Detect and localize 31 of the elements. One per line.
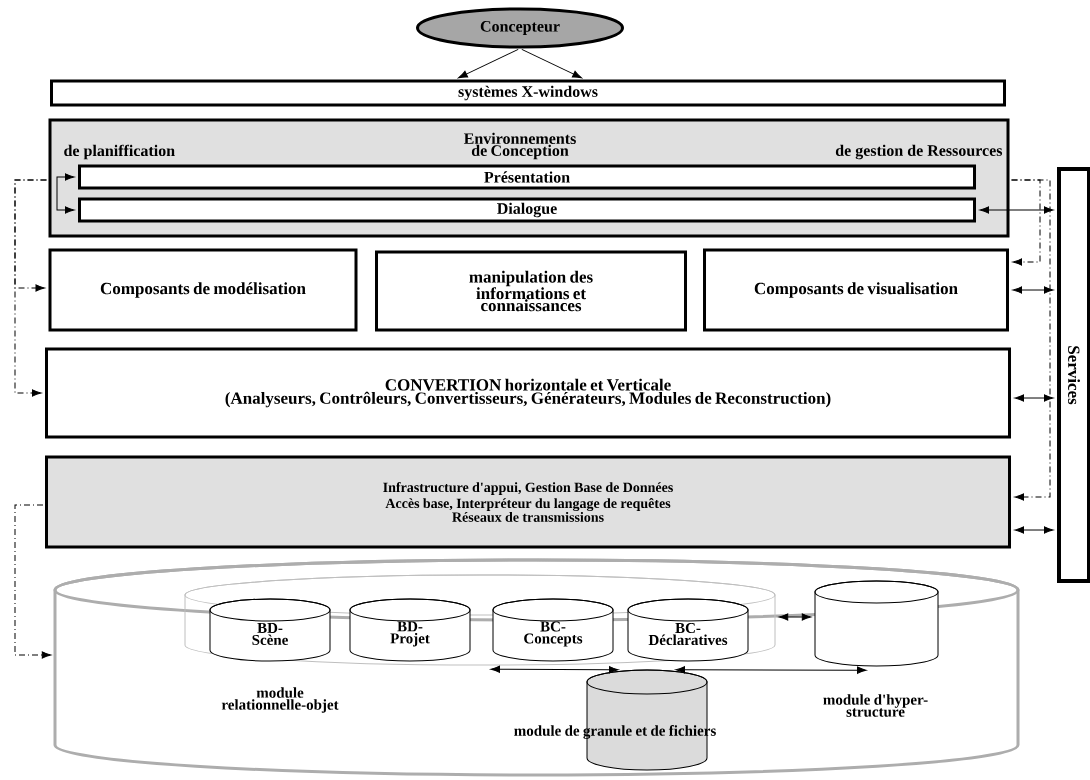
database-cylinder: BC- Concepts <box>492 598 614 662</box>
arrow <box>1014 394 1054 402</box>
connector <box>14 179 47 397</box>
arrow <box>1014 526 1054 534</box>
arrow <box>490 665 619 674</box>
database-cylinder: BC- Déclaratives <box>627 598 749 662</box>
database-cylinder: BD- Scène <box>209 598 331 662</box>
arrow <box>521 48 582 79</box>
connector <box>1011 179 1051 501</box>
component-box: Composants de modélisation <box>48 248 358 332</box>
component-box: Composants de visualisation <box>703 248 1009 332</box>
arrow <box>979 206 1054 214</box>
infrastructure-box: Infrastructure d'appui, Gestion Base de Données Accès base, Interpréteur du langage de requêtes Réseaux de transmissions <box>45 455 1011 549</box>
component-box: manipulation des informations et connaissances <box>375 250 687 332</box>
node-label: module d'hyper-structure <box>823 694 928 717</box>
conversion-box: CONVERTION horizontale et Verticale (Analyseurs, Contrôleurs, Convertisseurs, Générateurs, Modules de Reconstruction) <box>45 347 1011 439</box>
database-cylinder: BD- Projet <box>349 598 471 662</box>
connector <box>14 504 52 659</box>
window-system-bar: systèmes X-windows <box>50 79 1006 107</box>
database-cylinder: module d'hyper-structure <box>814 580 939 717</box>
arrow <box>458 48 519 79</box>
layer-bar: Présentation <box>78 164 976 190</box>
database-cylinder: module de granule et de fichiers <box>514 669 716 771</box>
layer-bar: Dialogue <box>78 197 976 223</box>
connector <box>1011 179 1041 266</box>
arrow <box>56 173 75 214</box>
arrow <box>675 666 867 674</box>
services-bar: Services <box>1057 167 1090 583</box>
arrow <box>1012 286 1054 294</box>
node-label: module relationnelle-objet <box>221 687 339 713</box>
arrow <box>778 613 812 621</box>
